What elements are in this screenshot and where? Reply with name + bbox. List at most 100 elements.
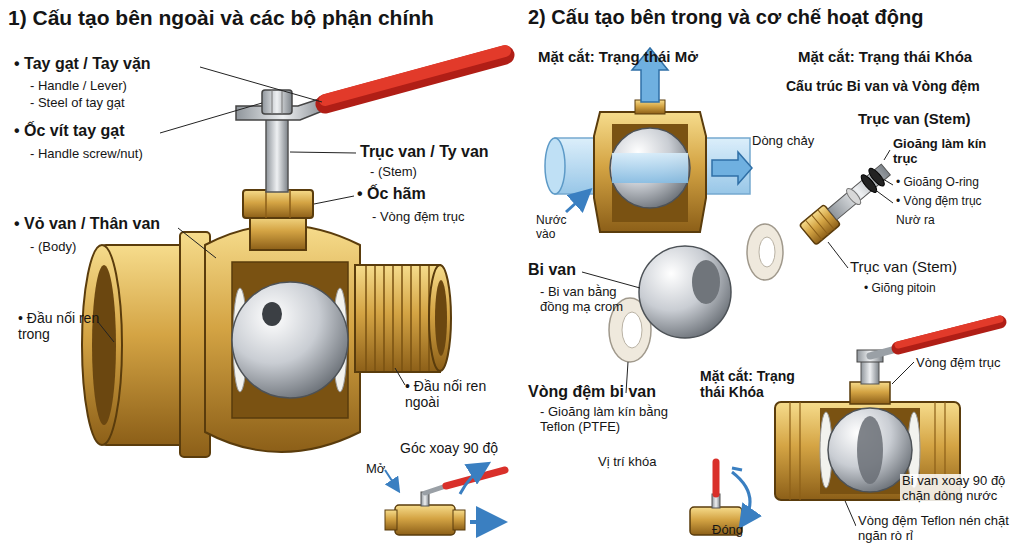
valve-cutaway: [232, 262, 348, 418]
open-position-icon: [453, 510, 465, 530]
ball-seat-ring: [747, 224, 783, 280]
valve-right-thread: [429, 265, 451, 371]
open-section-view: [610, 128, 690, 208]
closed-position-icon: [732, 468, 742, 470]
view-title: Mặt cắt: Trạng thái Khóa: [700, 368, 818, 400]
valve-right-thread: [355, 265, 451, 372]
valve-left-end: [82, 232, 210, 457]
closed-section-view: [898, 319, 1000, 345]
handle-lever: [236, 51, 505, 120]
ball: [639, 246, 731, 338]
view-title: Mặt cắt: Trạng thái Khóa: [798, 48, 1022, 65]
part-name: • Tay gạt / Tay vặn: [14, 55, 214, 73]
part-name: • Ốc hãm: [357, 185, 477, 203]
part-note: • Gioăng O-ring: [896, 176, 1021, 190]
closed-section-view: [850, 382, 890, 404]
state-label: Đóng: [712, 523, 772, 538]
stem-part: [828, 164, 891, 220]
ball-seat-ring: [747, 224, 783, 280]
open-position-icon: [385, 470, 398, 490]
valve-cutaway: [232, 262, 348, 418]
open-section-view: [712, 152, 752, 184]
leader-line: [160, 103, 262, 133]
part-note: • Vòng đệm trục: [896, 195, 1021, 209]
part-name: • Ốc vít tay gạt: [14, 122, 214, 140]
part-note: - (Stem): [370, 165, 490, 180]
flow-label: Dòng chảy: [752, 134, 842, 149]
part-note: - Steel of tay gạt: [30, 96, 210, 111]
open-section-view: [612, 153, 688, 183]
valve-right-thread: [355, 265, 440, 372]
ball-seat-ring: [622, 312, 642, 348]
stem-part: [866, 166, 886, 188]
valve-cutaway: [232, 282, 348, 398]
valve-stem-and-nut: [266, 190, 290, 218]
part-note: - Handle screw/nut): [30, 147, 210, 162]
stem-part: [799, 160, 894, 245]
valve-stem-and-nut: [243, 190, 313, 218]
open-position-icon: [385, 465, 505, 535]
part-name: • Đầu nối ren trong: [18, 310, 100, 342]
handle-lever: [272, 90, 282, 114]
closed-position-icon: [713, 462, 720, 494]
part-note: - Handle / Lever): [30, 79, 210, 94]
leader-line: [884, 150, 890, 160]
ball: [639, 246, 731, 338]
part-note: - Bi van bằng đồng mạ crom: [540, 285, 645, 315]
part-name: • Vỏ van / Thân van: [14, 215, 214, 233]
valve-body: [205, 225, 360, 452]
open-section-view: [566, 192, 588, 212]
valve-left-end: [82, 245, 122, 445]
ball-seat-ring: [759, 237, 775, 267]
open-position-icon: [470, 520, 500, 524]
leader-line: [395, 368, 405, 385]
part-name: Trục van / Ty van: [360, 143, 535, 161]
part-note: • Giõng pitoin: [864, 282, 1004, 296]
valve-body: [205, 225, 360, 452]
stem-part: [805, 210, 834, 240]
leader-line: [98, 322, 114, 342]
part-name: • Đầu nối ren ngoài: [405, 378, 497, 410]
flow-label: Nườ ra: [896, 214, 996, 228]
part-name: Vòng đệm bi van: [528, 383, 688, 401]
leader-line: [878, 176, 893, 185]
part-name: Vòng đệm trục: [914, 356, 1024, 371]
leader-line: [892, 362, 914, 384]
open-section-view: [545, 138, 565, 194]
valve-left-end: [92, 265, 116, 425]
view-title: Mặt cắt: Trạng thái Mở: [538, 48, 768, 65]
callout-note: Vòng đệm Teflon nén chặt ngăn rò rỉ: [856, 514, 1024, 544]
closed-section-view: [857, 416, 883, 484]
ball: [692, 260, 720, 304]
valve-stem-and-nut: [266, 110, 288, 192]
valve-cutaway: [262, 302, 282, 326]
section-title: 1) Cấu tạo bên ngoài và các bộ phận chín…: [8, 6, 523, 30]
open-section-view: [594, 112, 706, 232]
leader-line: [828, 242, 848, 268]
open-position-icon: [395, 505, 455, 535]
state-label: Mở: [366, 462, 406, 477]
valve-right-thread: [366, 266, 429, 371]
open-position-icon: [460, 465, 486, 494]
leader-line: [582, 150, 914, 526]
section-title: 2) Cấu tạo bên trong và cơ chế hoạt động: [528, 6, 1022, 29]
part-note: - Vòng đệm trục: [372, 210, 512, 225]
part-name: Bi van: [528, 261, 628, 279]
part-note: - Gioăng làm kín bằng Teflon (PTFE): [540, 405, 680, 435]
valve-right-thread: [435, 280, 447, 356]
view-subtitle: Cấu trúc Bi van và Vòng đệm: [786, 78, 1022, 94]
rotation-note: Góc xoay 90 độ: [400, 440, 530, 456]
part-name: Trục van (Stem): [858, 110, 1018, 127]
valve-stem-and-nut: [243, 110, 313, 250]
leader-line: [870, 186, 893, 203]
stem-part: [844, 186, 863, 206]
open-position-icon: [385, 510, 397, 530]
leader-line: [178, 228, 216, 258]
leader-line: [200, 67, 322, 102]
flow-label: Nước vào: [536, 214, 581, 242]
open-section-view: [545, 48, 752, 232]
handle-lever: [325, 51, 505, 100]
leader-line: [290, 152, 356, 153]
part-note: - (Body): [30, 240, 110, 255]
